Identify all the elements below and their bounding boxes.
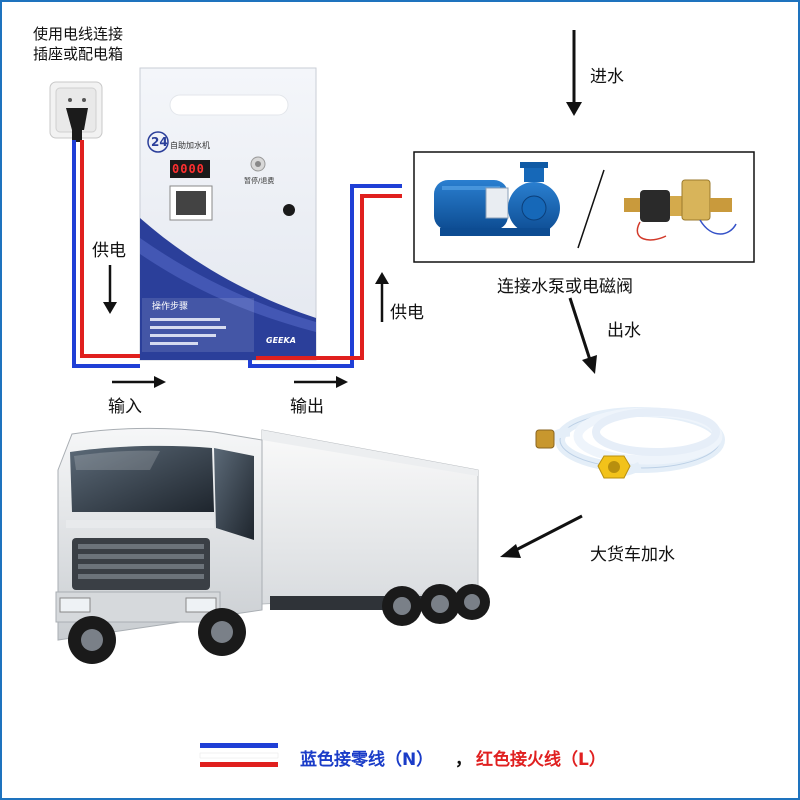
- arrow-water-out: [568, 297, 597, 374]
- power-source-label-line2: 插座或配电箱: [33, 45, 124, 63]
- arrow-input: [112, 376, 166, 388]
- device-badge-number: 24: [151, 135, 168, 149]
- divider-slash: [577, 169, 605, 249]
- water-in-label: 进水: [590, 67, 624, 87]
- device-brand: GEEKA: [266, 336, 296, 345]
- device-title: 自助加水机: [170, 141, 210, 150]
- device-steps-title: 操作步骤: [152, 302, 189, 312]
- water-vending-device: [139, 67, 317, 361]
- solenoid-valve-image: [624, 179, 737, 241]
- truck-image: [55, 427, 490, 664]
- input-wires: [72, 140, 140, 368]
- wire-legend-swatch: [199, 743, 279, 767]
- water-hose-image: [535, 407, 725, 479]
- power-source-label-line1: 使用电线连接: [33, 25, 124, 43]
- arrow-to-truck: [500, 514, 583, 558]
- arrow-water-in: [566, 30, 582, 116]
- legend-live-text: 红色接火线（L）: [476, 750, 606, 770]
- water-pump-image: [434, 162, 560, 236]
- device-knob-label: 暂停/退费: [244, 177, 275, 185]
- arrow-output: [294, 376, 348, 388]
- pump-valve-box: [413, 151, 755, 263]
- power-supply-label-right: 供电: [390, 303, 424, 323]
- device-display-value: 0000: [172, 162, 205, 176]
- wall-socket: [49, 81, 103, 142]
- legend-neutral-text: 蓝色接零线（N）: [300, 750, 434, 770]
- power-supply-label-left: 供电: [92, 241, 126, 261]
- output-wires: [248, 184, 402, 368]
- arrow-power-down-left: [103, 265, 117, 314]
- arrow-power-up-right: [375, 272, 389, 322]
- water-out-label: 出水: [607, 321, 641, 341]
- truck-refill-label: 大货车加水: [590, 545, 675, 565]
- pump-valve-label: 连接水泵或电磁阀: [497, 277, 633, 297]
- legend-separator: ，: [455, 750, 472, 770]
- input-label: 输入: [108, 397, 142, 417]
- output-label: 输出: [290, 397, 324, 417]
